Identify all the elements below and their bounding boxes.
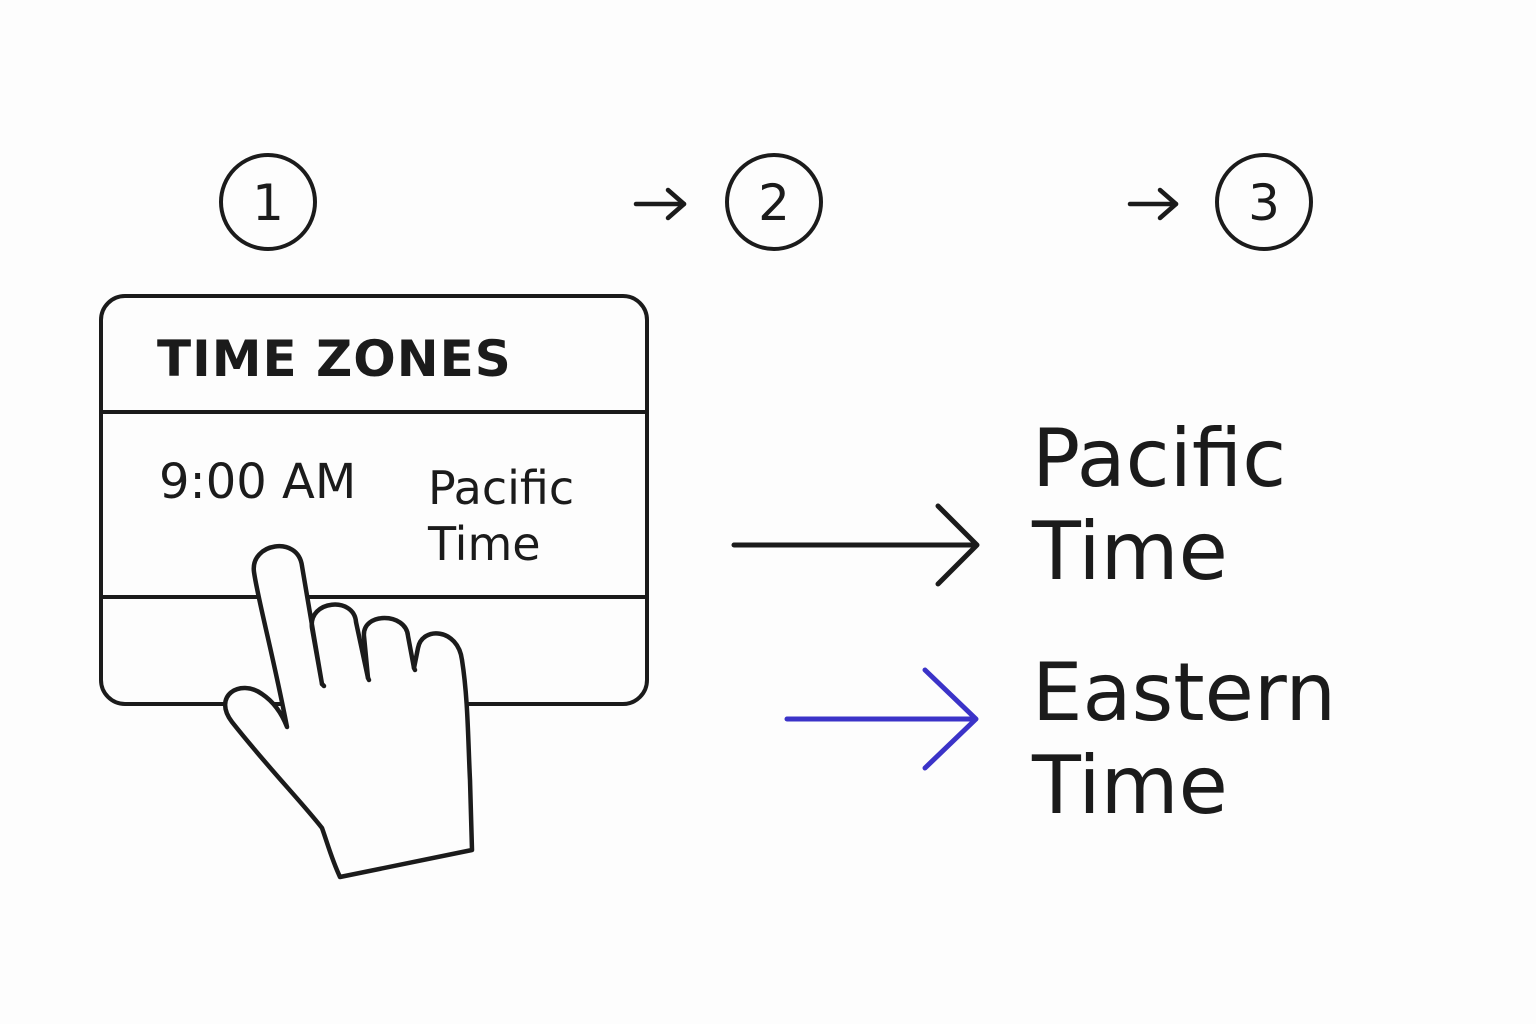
step-2-number: 2 <box>758 174 790 232</box>
step-3-badge: 3 <box>1215 153 1313 251</box>
step-1-number: 1 <box>252 174 284 232</box>
time-value: 9:00 AM <box>159 454 357 510</box>
step-3-number: 3 <box>1248 174 1280 232</box>
eastern-arrow-icon <box>784 667 979 771</box>
pacific-arrow-icon <box>731 503 980 587</box>
step-1-badge: 1 <box>219 153 317 251</box>
step-2-badge: 2 <box>725 153 823 251</box>
panel-title: TIME ZONES <box>157 330 512 388</box>
panel-divider-top <box>103 410 645 414</box>
step-2-to-3-arrow-icon <box>1127 187 1179 221</box>
pointing-hand-icon <box>223 543 475 880</box>
output-eastern-time: Eastern Time <box>1032 646 1337 832</box>
panel-divider-bottom <box>103 595 645 599</box>
time-zone-selector[interactable]: Pacific Time <box>428 461 575 571</box>
output-pacific-time: Pacific Time <box>1032 412 1287 598</box>
step-1-to-2-arrow-icon <box>633 187 687 221</box>
